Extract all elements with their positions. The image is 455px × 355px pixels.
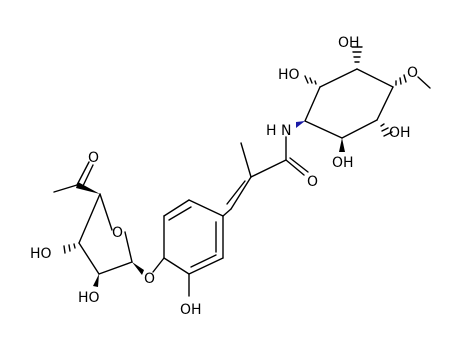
bond [188, 257, 224, 275]
wedge-bond [296, 121, 305, 128]
atom-label-ho: HO [78, 290, 100, 306]
bond [163, 257, 190, 275]
bond [76, 161, 90, 186]
hashed-bond [304, 75, 317, 85]
bond [78, 193, 101, 244]
sugar-substituents [53, 161, 144, 287]
atom-label-oh: OH [180, 302, 202, 318]
atom-label-ho: HO [278, 67, 300, 83]
bond [98, 261, 133, 275]
bond [53, 184, 78, 193]
wedge-bond [76, 182, 100, 194]
bond [304, 86, 321, 122]
bond [190, 254, 217, 268]
bond [285, 159, 305, 176]
bond [124, 231, 133, 263]
atom-label-o: O [112, 225, 123, 241]
bond [250, 159, 287, 178]
wedge-bond [132, 262, 144, 275]
bond [81, 164, 94, 189]
sugar-ring [78, 193, 133, 275]
bond [240, 142, 252, 178]
atom-label-n: N [281, 123, 291, 139]
atom-label-ho: HO [30, 246, 52, 262]
atom-label-o: O [307, 174, 318, 190]
bond [163, 199, 190, 217]
bond [341, 119, 378, 139]
inositol-substituents [296, 46, 431, 152]
bond [188, 199, 224, 217]
atom-label-oh: OH [389, 125, 411, 141]
hashed-bond [351, 46, 363, 63]
benzene-ring [163, 199, 224, 275]
atom-label-o: O [144, 271, 155, 287]
atom-label-o: O [407, 65, 418, 81]
bond [99, 193, 113, 231]
bond [222, 208, 232, 217]
atom-label-oh: OH [332, 155, 354, 171]
hashed-bond [395, 74, 407, 86]
bond [356, 68, 394, 88]
bond [168, 206, 192, 221]
bond [289, 157, 309, 173]
bond [304, 120, 343, 139]
wedge-bond [93, 274, 99, 287]
amide-linker [222, 136, 309, 217]
hashed-bond [380, 123, 393, 137]
inositol-ring [304, 68, 394, 139]
bond [417, 76, 431, 89]
bond [152, 257, 165, 273]
bond [78, 242, 100, 275]
atom-label-o: O [88, 150, 99, 166]
bond [319, 68, 358, 88]
wedge-bond [339, 138, 345, 152]
bond [376, 86, 394, 121]
bond [230, 176, 252, 210]
atom-label-h: H [266, 123, 277, 139]
bond [226, 180, 246, 205]
atom-label-oh: OH [338, 35, 360, 51]
hashed-bond [63, 243, 76, 254]
